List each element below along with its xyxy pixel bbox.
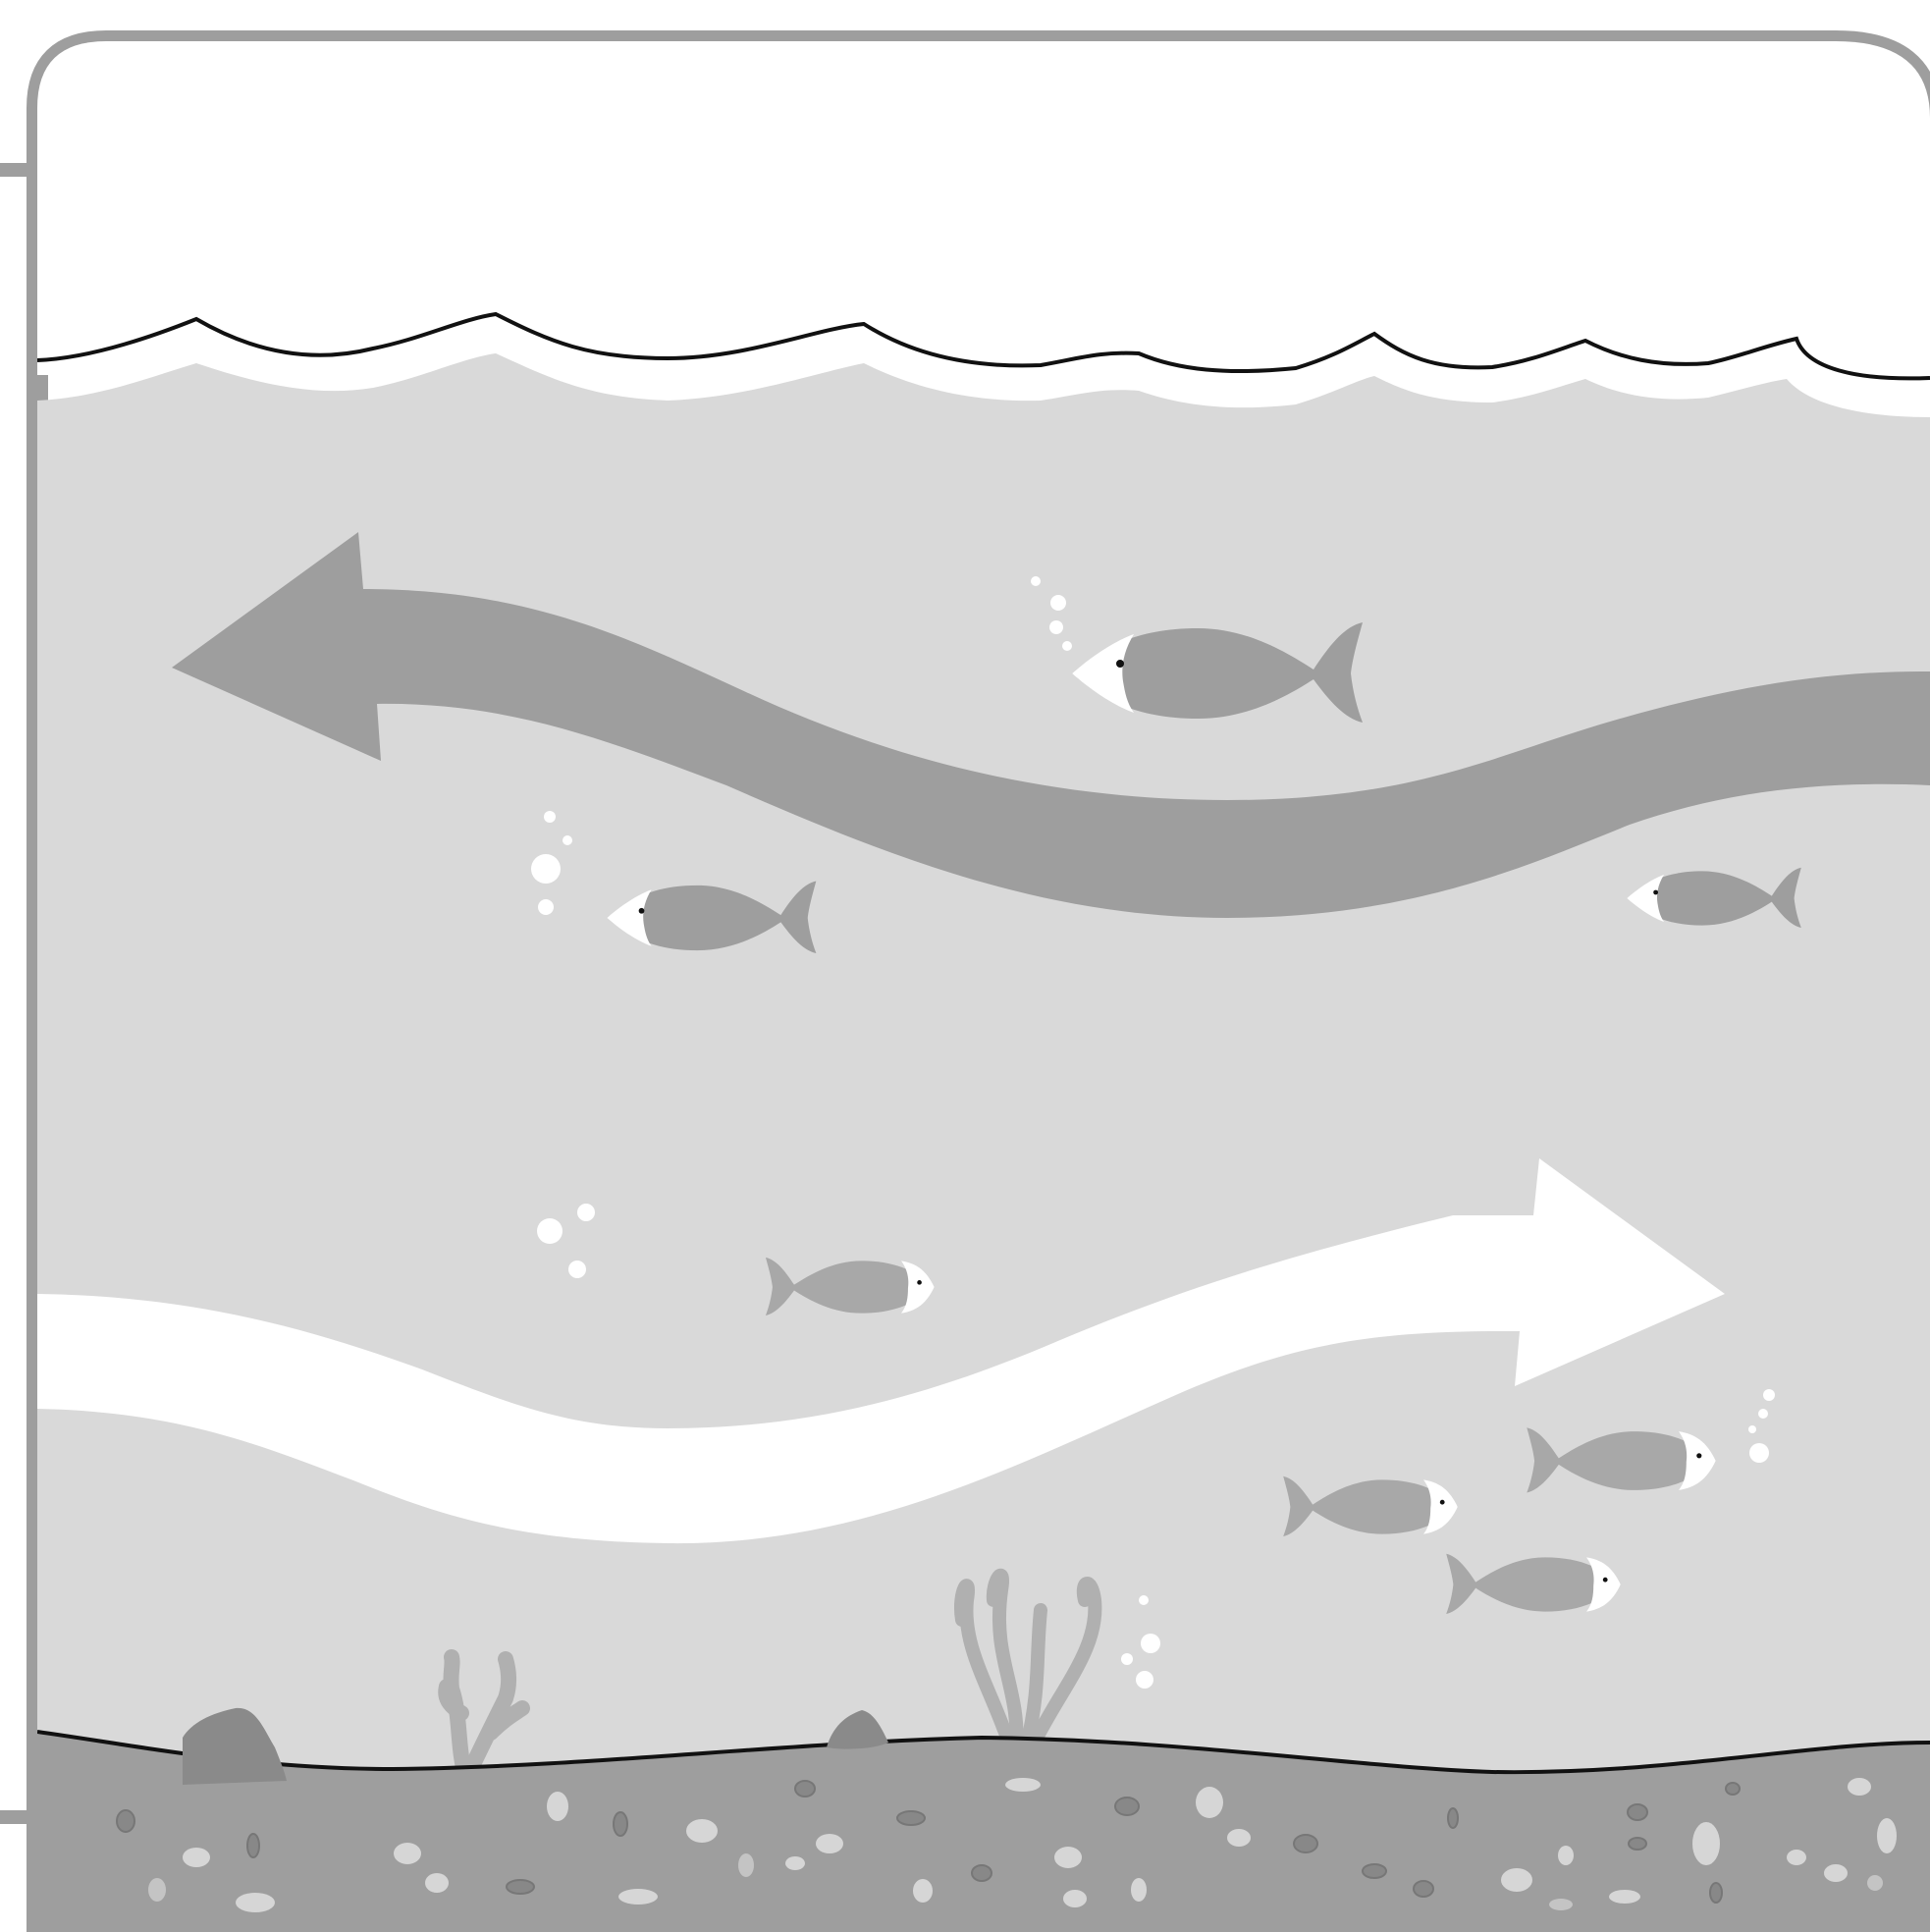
seaweed-tall (954, 1568, 1102, 1756)
bubbles-group-3 (537, 1204, 595, 1278)
bubbles-group-2 (531, 811, 572, 915)
light-pebbles (148, 1853, 1883, 1910)
surface-current-arrow (172, 532, 1930, 918)
dark-pebbles (116, 1780, 1741, 1904)
bubbles-group-1 (1031, 576, 1072, 651)
air-area (37, 41, 1930, 375)
deep-current-arrow (37, 1158, 1725, 1544)
bubbles-group-5 (1121, 1595, 1160, 1689)
rock-left (183, 1707, 287, 1785)
seaweed-small (438, 1649, 530, 1787)
bubbles-group-4 (1748, 1389, 1775, 1463)
rock-center (827, 1710, 888, 1749)
water-surface-line (37, 311, 1930, 381)
pebbles (183, 1778, 1897, 1912)
sea-floor-line (37, 1730, 1930, 1775)
water-body (37, 353, 1930, 1932)
